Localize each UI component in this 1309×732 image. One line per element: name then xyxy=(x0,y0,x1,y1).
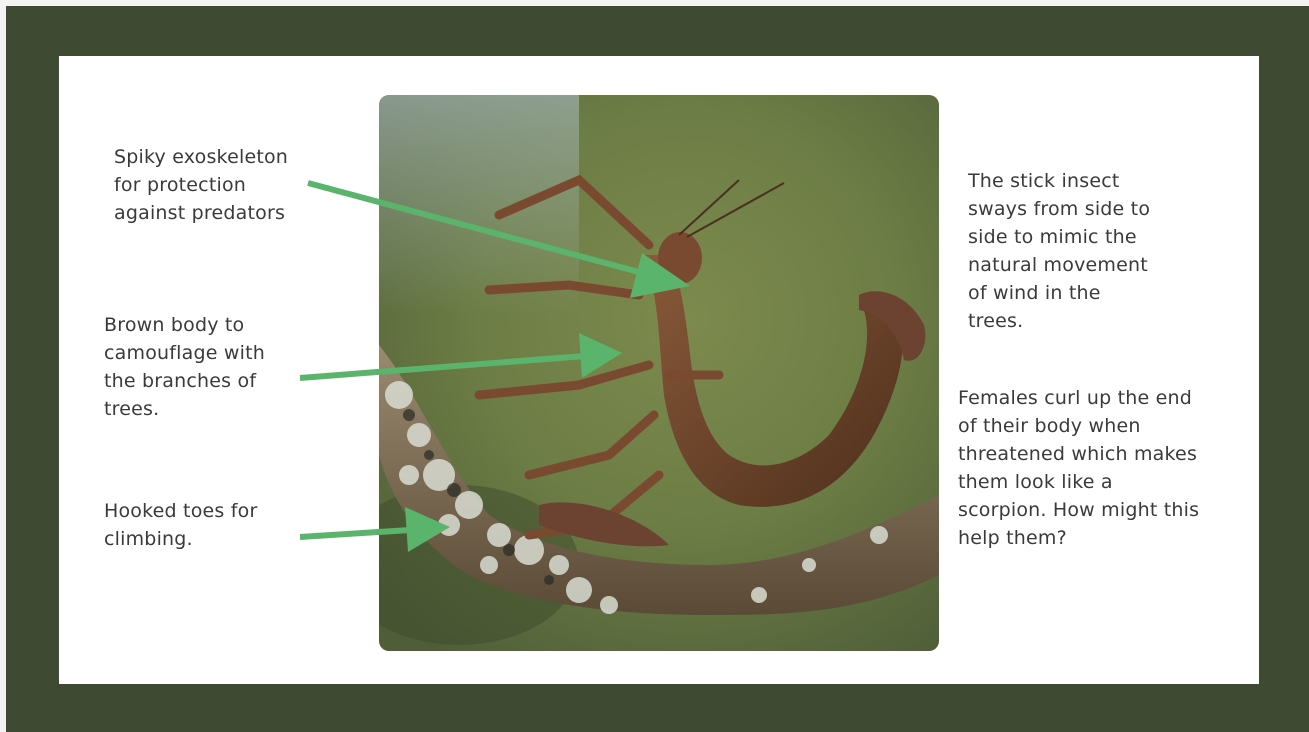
annotation-hooked-toes: Hooked toes for climbing. xyxy=(104,497,257,553)
insect-photo xyxy=(379,95,939,651)
annotation-brown-body: Brown body to camouflage with the branch… xyxy=(104,311,265,423)
annotation-females-curl: Females curl up the end of their body wh… xyxy=(958,384,1199,552)
annotation-sways: The stick insect sways from side to side… xyxy=(968,167,1150,335)
annotation-spiky-exoskeleton: Spiky exoskeleton for protection against… xyxy=(114,143,288,227)
